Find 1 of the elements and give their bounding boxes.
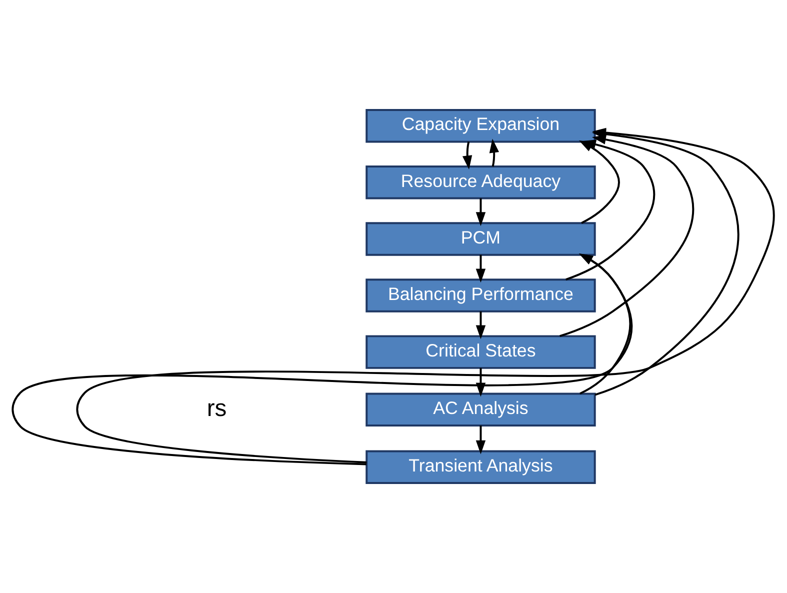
label: rs bbox=[206, 394, 227, 422]
